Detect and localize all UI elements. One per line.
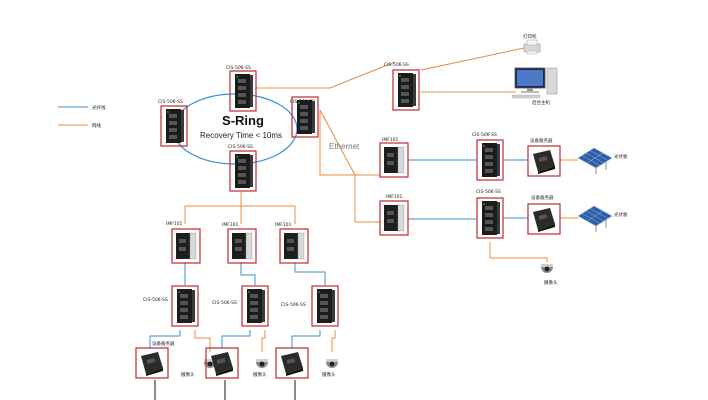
- switch-low-2-label: CIS-506-SS: [212, 300, 237, 306]
- s-ring-subtitle: Recovery Time < 10ms: [200, 131, 282, 140]
- host-label: 后台主机: [532, 99, 550, 106]
- host-switch-label: CIS-506-SS: [384, 62, 409, 68]
- camera-low-1-label: 摄像头: [181, 371, 195, 378]
- legend: 光纤线 网线: [58, 104, 106, 129]
- camera-low-2-icon: [256, 359, 268, 368]
- server-right-1-label: 设备服务器: [530, 137, 553, 144]
- legend-ethernet-label: 网线: [92, 122, 101, 129]
- bottom-downlinks: [154, 380, 296, 400]
- ring-left-switch-icon: [160, 105, 188, 147]
- server-low-3-icon: [275, 347, 309, 379]
- fiber-links: [149, 159, 528, 348]
- conv-low-1-icon: [171, 228, 201, 264]
- ring-top-switch-icon: [229, 70, 257, 112]
- conv-low-1-label: IMF101: [166, 221, 183, 227]
- printer-label: 打印机: [523, 33, 537, 40]
- conv-low-3-label: IMF101: [275, 222, 292, 228]
- desktop-computer-icon: [511, 67, 558, 99]
- switch-low-2-icon: [241, 285, 269, 327]
- solar-2-icon: [577, 205, 613, 233]
- conv-right-2-label: IMF101: [386, 194, 403, 200]
- ring-left-label: CIS-506-SS: [158, 99, 183, 105]
- s-ring-title: S-Ring: [222, 113, 264, 128]
- server-right-2-label: 设备服务器: [531, 194, 554, 201]
- server-low-1-icon: [135, 347, 169, 379]
- conv-low-3-icon: [279, 228, 309, 264]
- solar-1-icon: [577, 147, 613, 175]
- server-right-1-icon: [527, 145, 561, 177]
- server-low-1-label: 设备服务器: [152, 340, 175, 347]
- switch-right-1-icon: [476, 139, 504, 181]
- switch-right-1-label: CIS-506-SS: [472, 132, 497, 138]
- conv-low-2-label: IMF101: [222, 222, 239, 228]
- camera-low-3-label: 摄像头: [322, 371, 336, 378]
- camera-right-icon: [541, 264, 553, 273]
- switch-low-3-icon: [311, 285, 339, 327]
- legend-fiber-label: 光纤线: [92, 104, 106, 111]
- ring-bottom-switch-icon: [229, 150, 257, 192]
- switch-low-1-label: CIS-506-SS: [143, 297, 168, 303]
- solar-1-label: 光伏板: [614, 153, 628, 160]
- switch-low-3-label: CIS-506-SS: [281, 302, 306, 308]
- server-right-2-icon: [527, 203, 561, 235]
- host-switch-icon: [392, 69, 420, 111]
- camera-low-3-icon: [326, 359, 338, 368]
- conv-right-1-label: IMF101: [382, 137, 399, 143]
- ethernet-label: Ethernet: [329, 142, 360, 151]
- printer-icon: [523, 39, 541, 55]
- camera-low-2-label: 摄像头: [253, 371, 267, 378]
- switch-right-2-icon: [476, 197, 504, 239]
- conv-right-2-icon: [379, 200, 409, 236]
- camera-right-label: 摄像头: [544, 279, 558, 286]
- ethernet-links: [184, 47, 578, 352]
- switch-right-2-label: CIS-506-SS: [476, 189, 501, 195]
- solar-2-label: 光伏板: [614, 211, 628, 218]
- conv-right-1-icon: [379, 142, 409, 178]
- ring-top-label: CIS-506-SS: [226, 65, 251, 71]
- conv-low-2-icon: [227, 228, 257, 264]
- ring-bottom-label: CIS-506-SS: [228, 144, 253, 150]
- switch-low-1-icon: [171, 285, 199, 327]
